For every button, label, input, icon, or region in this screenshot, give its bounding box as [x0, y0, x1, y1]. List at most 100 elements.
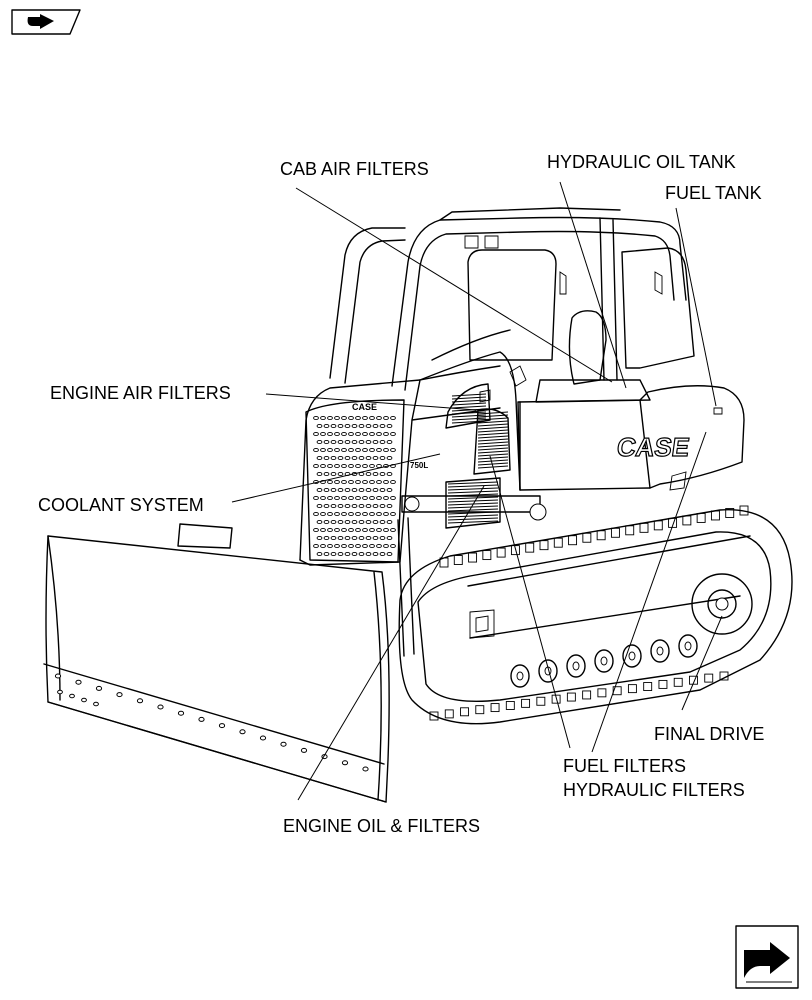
dozer-blade: [43, 523, 390, 803]
grille-hole: [362, 431, 368, 437]
grille-hole: [365, 535, 372, 541]
track-tread: [625, 525, 635, 536]
grille-hole: [369, 463, 375, 469]
rear-body: CASE: [517, 385, 745, 491]
track-tread: [568, 535, 578, 546]
grille-hole: [372, 439, 379, 445]
grille-hole: [337, 487, 344, 493]
grille-hole: [334, 511, 340, 517]
grille-hole: [358, 535, 365, 541]
track-roller: [594, 649, 614, 673]
blade-bolt-hole: [157, 704, 164, 710]
grille-hole: [372, 423, 379, 429]
grille-hole: [351, 535, 358, 541]
grille-hole: [341, 479, 347, 485]
grille-hole: [337, 455, 344, 461]
track-tread: [444, 709, 454, 719]
grille-hole: [337, 471, 344, 477]
leader-engine-oil-filters: [297, 485, 485, 801]
grille-hole: [341, 511, 347, 517]
grille-hole: [383, 511, 389, 517]
label-fuel-tank: FUEL TANK: [665, 183, 762, 203]
grille-hole: [334, 495, 340, 501]
grille-hole: [337, 503, 344, 509]
grille-hole: [323, 535, 330, 541]
grille-hole: [344, 423, 351, 429]
grille-hole: [383, 479, 389, 485]
grille-hole: [355, 447, 361, 453]
screen-mesh-line: [477, 435, 509, 439]
grille-hole: [379, 535, 386, 541]
grille-hole: [365, 455, 372, 461]
grille-hole: [386, 519, 393, 525]
grille-hole: [330, 551, 337, 557]
screen-mesh-line: [451, 408, 487, 412]
grille-hole: [327, 415, 333, 421]
track-roller: [566, 654, 586, 678]
grille-hole: [369, 415, 375, 421]
track-tread: [582, 690, 592, 700]
track-tread: [725, 508, 735, 518]
grille-hole: [358, 423, 365, 429]
screen-mesh-line: [451, 420, 487, 424]
screen-mesh-line: [477, 462, 509, 466]
next-page-hand-arrow-icon[interactable]: [735, 925, 799, 989]
track-tread: [668, 517, 678, 528]
track-tread: [597, 688, 607, 698]
grille-hole: [348, 495, 354, 501]
grille-hole: [362, 495, 368, 501]
grille-hole: [365, 423, 372, 429]
grille-hole: [341, 543, 347, 549]
grille-hole: [348, 511, 354, 517]
screen-mesh-line: [447, 490, 499, 494]
grille-hole: [355, 495, 361, 501]
grille-hole: [376, 415, 382, 421]
grille-hole: [358, 551, 365, 557]
grille-hole: [358, 503, 365, 509]
blade-bolt-hole: [259, 735, 267, 741]
grille-hole: [337, 551, 344, 557]
grille-hole: [348, 447, 354, 453]
grille-hole: [369, 511, 375, 517]
grille-hole: [341, 431, 347, 437]
blade-bolt-hole: [177, 710, 185, 716]
track-roller: [650, 639, 670, 663]
grille-hole: [362, 463, 368, 469]
track-tread: [696, 512, 706, 523]
cab-frame: [329, 207, 695, 403]
grille-hole: [376, 463, 382, 469]
screen-mesh-line: [477, 441, 509, 445]
grille-hole: [355, 527, 361, 533]
grille-hole: [386, 439, 393, 445]
callout-labels: CAB AIR FILTERS HYDRAULIC OIL TANK FUEL …: [38, 152, 764, 836]
grille-hole: [365, 487, 372, 493]
case-logo-grille: CASE: [352, 402, 377, 412]
grille-hole: [355, 479, 361, 485]
grille-hole: [379, 551, 386, 557]
track-tread: [566, 692, 576, 702]
grille-hole: [369, 527, 375, 533]
grille-hole: [372, 503, 379, 509]
grille-hole: [355, 511, 361, 517]
blade-bolt-hole: [362, 766, 369, 772]
case-logo-rear: CASE: [615, 432, 691, 462]
screen-mesh-line: [447, 508, 499, 512]
grille-hole: [348, 415, 354, 421]
right-hand-arrow-icon[interactable]: [11, 9, 81, 35]
grille-hole: [337, 439, 344, 445]
grille-hole: [365, 519, 372, 525]
grille-hole: [355, 431, 361, 437]
grille-hole: [330, 439, 337, 445]
engine-hood: CASE 750L: [299, 329, 527, 566]
grille-hole: [320, 495, 326, 501]
grille-hole: [390, 415, 396, 421]
grille-hole: [351, 487, 358, 493]
blade-bolt-hole: [136, 698, 144, 704]
grille-hole: [372, 535, 379, 541]
screen-mesh-line: [451, 393, 487, 397]
leader-lines: [231, 181, 723, 801]
screen-mesh-line: [477, 414, 509, 418]
grille-hole: [334, 527, 340, 533]
screen-mesh-line: [477, 426, 509, 430]
grille-hole: [355, 415, 361, 421]
